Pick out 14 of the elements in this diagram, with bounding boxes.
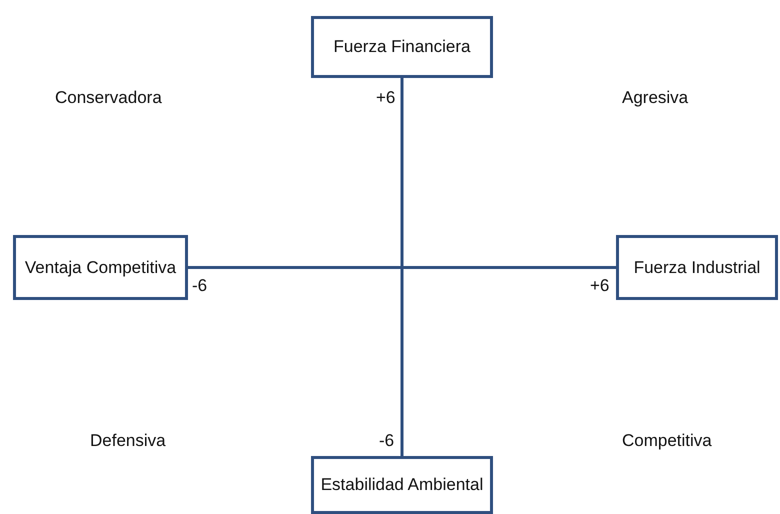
axis-box: Estabilidad Ambiental [311, 456, 493, 514]
scale-value: +6 [590, 276, 610, 296]
quadrant-label: Agresiva [622, 88, 688, 108]
quadrant-label: Defensiva [90, 431, 166, 451]
axis-line [400, 78, 404, 456]
axis-box: Fuerza Financiera [311, 16, 493, 78]
quadrant-label: Conservadora [55, 88, 162, 108]
scale-value: -6 [379, 431, 394, 451]
scale-value: -6 [192, 276, 208, 296]
scale-value: +6 [376, 88, 396, 108]
axis-box: Ventaja Competitiva [13, 235, 188, 300]
quadrant-label: Competitiva [622, 431, 712, 451]
axis-line [188, 266, 616, 269]
axis-box: Fuerza Industrial [616, 235, 778, 300]
